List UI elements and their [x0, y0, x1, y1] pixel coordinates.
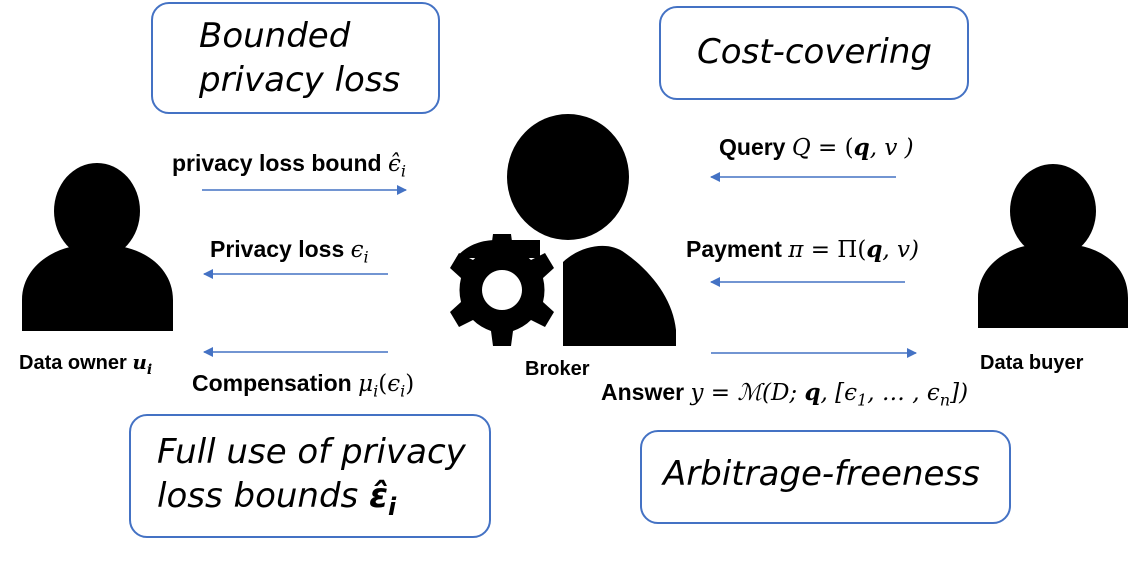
gear-icon	[450, 234, 554, 346]
payment-eq: = Π(	[803, 237, 867, 263]
actor-broker-label: Broker	[525, 358, 590, 380]
answer-q: q	[804, 379, 821, 406]
answer-eps1: , [ϵ	[820, 380, 858, 406]
compensation-text: Compensation	[192, 370, 359, 396]
payment-pi: π	[788, 237, 804, 263]
label-query: Query Q = (q, v )	[719, 134, 914, 161]
actor-data-buyer-label: Data buyer	[980, 352, 1084, 374]
person-icon	[978, 164, 1128, 328]
bound-symbol: ϵ̂	[388, 151, 401, 177]
bound-sub: i	[400, 161, 407, 181]
box-full-use	[129, 414, 491, 538]
bound-text: privacy loss bound	[172, 150, 388, 176]
payment-text: Payment	[686, 236, 789, 262]
arbitrage-freeness-text: Arbitrage-freeness	[663, 454, 980, 494]
compensation-mu-sub: i	[373, 381, 379, 401]
answer-sub1: 1	[857, 390, 868, 410]
bounded-privacy-loss-text: Bounded privacy loss	[199, 14, 400, 102]
compensation-eps-sub: i	[400, 381, 406, 401]
label-payment: Payment π = Π(q, v)	[686, 236, 919, 263]
compensation-close: )	[405, 371, 415, 397]
answer-subn: n	[939, 390, 951, 410]
label-compensation: Compensation μi(ϵi)	[192, 370, 414, 401]
compensation-open: (	[378, 371, 388, 397]
full-use-line2: loss bounds ε̂i	[157, 474, 466, 529]
label-privacy-loss-bound: privacy loss bound ϵ̂i	[172, 150, 406, 181]
answer-y: y	[690, 380, 704, 406]
owner-text: Data owner	[19, 352, 133, 374]
actor-data-owner-label: Data owner ui	[19, 350, 152, 378]
owner-u: u	[132, 350, 147, 374]
answer-close: ])	[950, 380, 969, 406]
full-use-line1: Full use of privacy	[157, 432, 466, 472]
compensation-mu: μ	[358, 371, 374, 397]
cost-covering-text: Cost-covering	[697, 32, 932, 72]
full-use-sub: i	[388, 492, 397, 521]
payment-v: , v)	[882, 237, 920, 263]
box-bounded-privacy-loss	[151, 2, 440, 114]
full-use-text: Full use of privacy loss bounds ε̂i	[157, 430, 466, 529]
answer-eq: = ℳ(D;	[703, 380, 805, 406]
payment-q: q	[866, 236, 883, 263]
privacy-loss-sub: i	[363, 247, 369, 267]
privacy-loss-text: Privacy loss	[210, 236, 351, 262]
query-q: q	[853, 134, 870, 161]
answer-epsn: , … , ϵ	[867, 380, 940, 406]
label-answer: Answer y = ℳ(D; q, [ϵ1, … , ϵn])	[601, 379, 968, 410]
full-use-epsilon: ε̂	[369, 476, 389, 516]
label-privacy-loss: Privacy loss ϵi	[210, 236, 369, 267]
compensation-eps: ϵ	[387, 371, 401, 397]
answer-text: Answer	[601, 379, 691, 405]
person-icon	[22, 163, 173, 331]
query-Q: Q	[791, 135, 811, 161]
box-cost-covering	[659, 6, 969, 100]
query-eq: = (	[810, 135, 854, 161]
person-gear-icon	[450, 114, 676, 346]
full-use-line2-prefix: loss bounds	[157, 476, 370, 516]
box-arbitrage-freeness	[640, 430, 1011, 524]
bounded-line1: Bounded	[199, 16, 351, 56]
query-v: , v )	[869, 135, 914, 161]
owner-sub: i	[146, 362, 153, 378]
bounded-line2: privacy loss	[199, 60, 401, 100]
privacy-loss-symbol: ϵ	[350, 237, 364, 263]
query-text: Query	[719, 134, 792, 160]
